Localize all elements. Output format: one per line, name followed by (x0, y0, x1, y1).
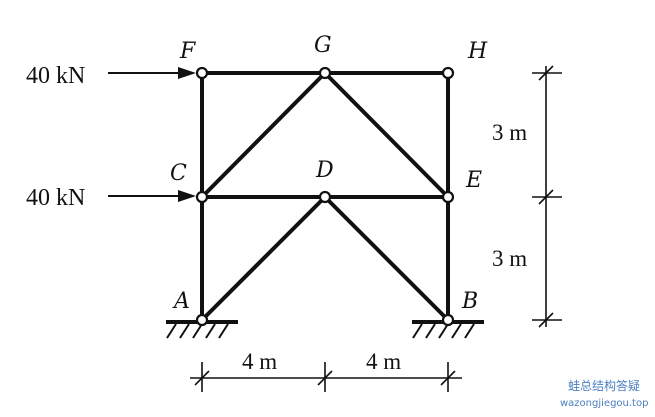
joint-b (441, 313, 455, 327)
label-node-h: H (467, 39, 488, 64)
member-ad (200, 195, 327, 322)
dim-lower-height: 3 m (492, 246, 527, 271)
watermark-url: wazongjiegou.top (560, 398, 648, 409)
joint-f (195, 66, 209, 80)
load-middle: 40 kN (26, 185, 196, 211)
load-top: 40 kN (26, 63, 196, 89)
joint-e (441, 190, 455, 204)
member-ge (323, 71, 450, 199)
dim-left-span: 4 m (242, 349, 277, 374)
member-cg (200, 71, 327, 199)
load-top-arrowhead (178, 67, 196, 79)
watermark-name: 蛙总结构答疑 (568, 378, 640, 393)
load-top-label: 40 kN (26, 63, 85, 89)
label-node-g: G (314, 33, 332, 58)
label-node-c: C (170, 161, 187, 186)
vertical-dimension: 3 m 3 m (492, 65, 562, 328)
truss-joints (195, 66, 455, 327)
label-node-e: E (465, 168, 482, 193)
joint-d (318, 190, 332, 204)
load-middle-arrowhead (178, 190, 196, 202)
member-db (323, 195, 450, 322)
joint-c (195, 190, 209, 204)
label-node-b: B (461, 289, 478, 314)
dim-upper-height: 3 m (492, 120, 527, 145)
horizontal-dimension: 4 m 4 m (190, 349, 462, 392)
joint-g (318, 66, 332, 80)
label-node-f: F (179, 39, 196, 64)
joint-h (441, 66, 455, 80)
label-node-a: A (172, 289, 190, 314)
dim-right-span: 4 m (366, 349, 401, 374)
truss-members (200, 71, 450, 322)
joint-a (195, 313, 209, 327)
load-middle-label: 40 kN (26, 185, 85, 211)
label-node-d: D (315, 158, 334, 183)
